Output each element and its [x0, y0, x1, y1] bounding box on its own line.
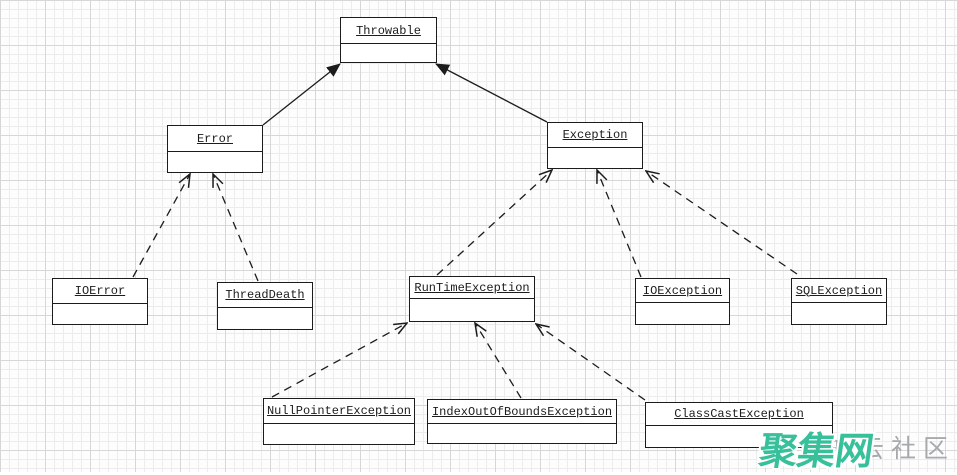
inheritance-arrow-nullpointerexception-to-runtimeexception	[271, 323, 407, 398]
watermark: 的云社区 聚集网	[697, 422, 957, 473]
class-members-compartment	[341, 44, 436, 62]
class-box-error: Error	[167, 125, 263, 173]
class-members-compartment	[168, 152, 262, 172]
class-box-indexoutofboundsexception: IndexOutOfBoundsException	[427, 399, 617, 444]
class-name-label: ThreadDeath	[218, 283, 312, 308]
class-name-label: NullPointerException	[264, 399, 414, 424]
watermark-suffix-text: 的云社区	[826, 434, 955, 463]
inheritance-arrow-sqlexception-to-exception	[646, 171, 798, 275]
class-members-compartment	[792, 303, 886, 324]
class-members-compartment	[410, 299, 534, 321]
class-box-throwable: Throwable	[340, 17, 437, 63]
class-name-label: Error	[168, 126, 262, 152]
class-box-sqlexception: SQLException	[791, 278, 887, 325]
class-name-label: IOError	[53, 279, 147, 304]
class-box-threaddeath: ThreadDeath	[217, 282, 313, 330]
class-members-compartment	[218, 308, 312, 329]
class-box-exception: Exception	[547, 122, 643, 169]
class-members-compartment	[53, 304, 147, 324]
class-box-runtimeexception: RunTimeException	[409, 276, 535, 322]
class-box-classcastexception: ClassCastException	[645, 402, 833, 448]
inheritance-arrow-error-to-throwable	[262, 63, 341, 126]
class-name-label: Exception	[548, 123, 642, 148]
inheritance-arrow-ioerror-to-error	[132, 174, 190, 278]
inheritance-arrow-indexoutofboundsexception-to-runtimeexception	[475, 323, 522, 399]
class-name-label: IOException	[636, 279, 729, 303]
class-box-nullpointerexception: NullPointerException	[263, 398, 415, 445]
class-members-compartment	[264, 424, 414, 444]
class-name-label: IndexOutOfBoundsException	[428, 400, 616, 424]
class-members-compartment	[636, 303, 729, 324]
class-name-label: ClassCastException	[646, 403, 832, 426]
class-name-label: Throwable	[341, 18, 436, 44]
class-name-label: SQLException	[792, 279, 886, 303]
watermark-brand-text: 聚集网	[756, 429, 877, 473]
class-box-ioexception: IOException	[635, 278, 730, 325]
inheritance-arrow-runtimeexception-to-exception	[436, 170, 552, 276]
class-box-ioerror: IOError	[52, 278, 148, 325]
class-members-compartment	[428, 424, 616, 443]
inheritance-arrow-exception-to-throwable	[435, 63, 548, 123]
inheritance-arrow-threaddeath-to-error	[213, 174, 259, 282]
class-members-compartment	[548, 148, 642, 168]
inheritance-arrow-classcastexception-to-runtimeexception	[536, 324, 646, 401]
class-name-label: RunTimeException	[410, 277, 534, 299]
inheritance-arrow-ioexception-to-exception	[597, 170, 642, 278]
